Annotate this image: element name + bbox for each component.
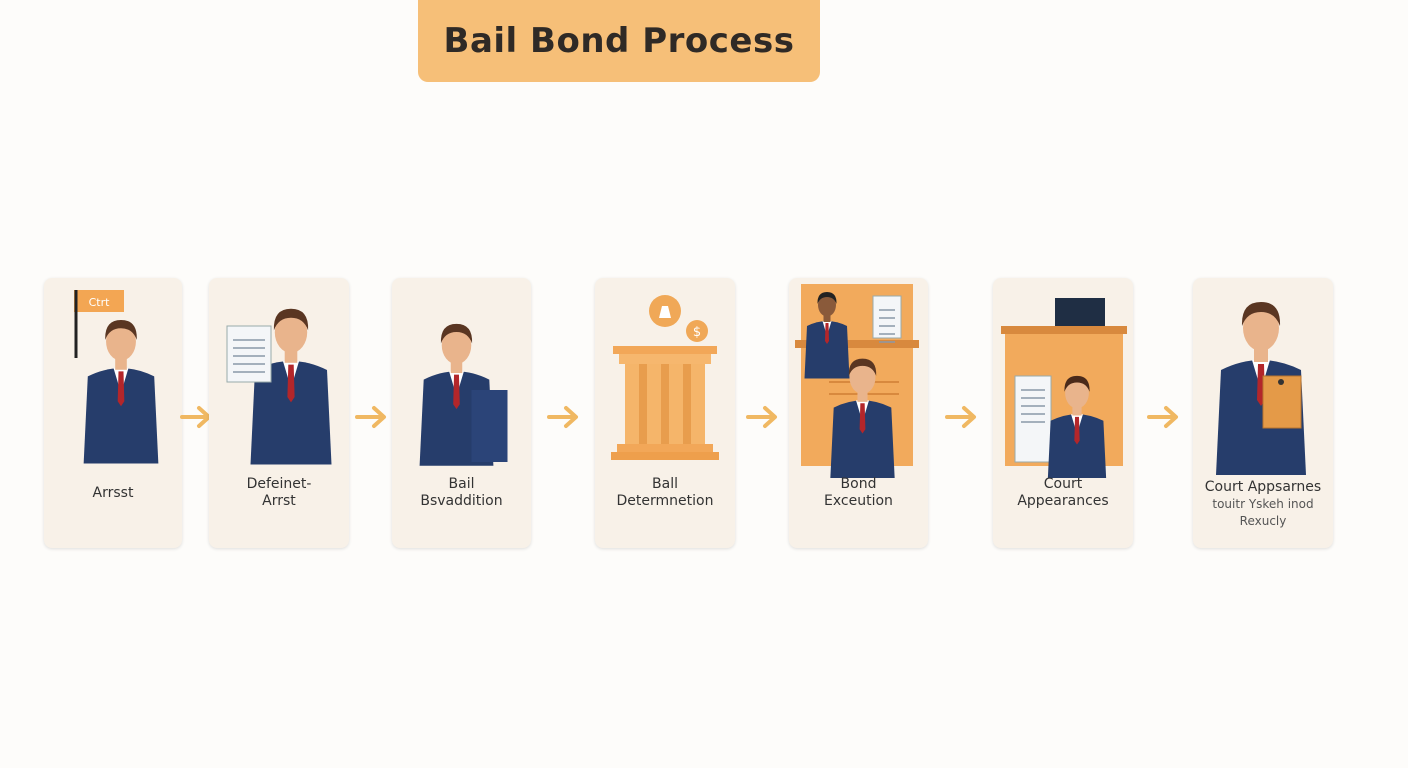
person-with-document-icon [226,308,332,465]
step-label-line: Rexucly [1239,514,1287,528]
step-label-line: touitr Yskeh inod [1212,497,1314,511]
podium-icon [611,346,719,460]
step-label-line: Defeinet- [246,476,312,492]
person-figure [804,292,850,379]
person-figure [1047,375,1107,478]
person-with-sign-icon: Ctrt [74,290,159,464]
step-label-line: Bond [840,476,877,492]
step-card: Defeinet-Arrst [209,278,349,548]
step-label-line: Appearances [1017,493,1109,509]
courtroom-bench-icon [795,284,919,478]
person-with-envelope-icon [1216,302,1306,475]
arrow-right-icon [746,406,777,428]
folder-icon [471,390,508,462]
svg-text:$: $ [693,325,701,340]
arrow-right-icon [354,406,386,428]
coin-icon [686,320,708,342]
arrow-right-icon [547,406,578,428]
step-label-line: Bail [448,476,475,492]
arrow-right-icon [179,406,211,428]
step-label-line: Arrst [262,493,296,509]
document-icon [226,325,272,383]
step-label-line: Determnetion [616,493,714,509]
step-label-line: Ball [652,476,678,492]
camera-icon [1055,298,1105,326]
person-figure [83,319,159,464]
pillar-podium-icon: $ [611,295,719,460]
step-card: Ctrt Arrsst [44,278,182,548]
svg-text:Ctrt: Ctrt [89,296,111,309]
step-label-line: Bsvaddition [420,493,503,509]
person-with-folder-icon [419,323,508,466]
step-label: Defeinet-Arrst [209,476,349,510]
arrow-right-icon [1147,406,1178,428]
document-icon [872,295,902,343]
step-label-line: Arrsst [92,485,134,501]
step-label-line: Court [1043,476,1083,492]
diagram-title: Bail Bond Process [443,21,795,61]
person-figure [250,308,332,465]
arrow-right-icon [944,406,976,428]
document-icon [1014,375,1052,463]
step-label-line: Exceution [824,493,893,509]
step-label: Arrsst [44,485,182,502]
sign-icon [74,290,124,312]
step-label-line: Court Appsarnes [1204,479,1322,495]
title-banner: Bail Bond Process [418,0,820,82]
person-figure [830,358,895,478]
court-desk-icon [1001,298,1127,478]
